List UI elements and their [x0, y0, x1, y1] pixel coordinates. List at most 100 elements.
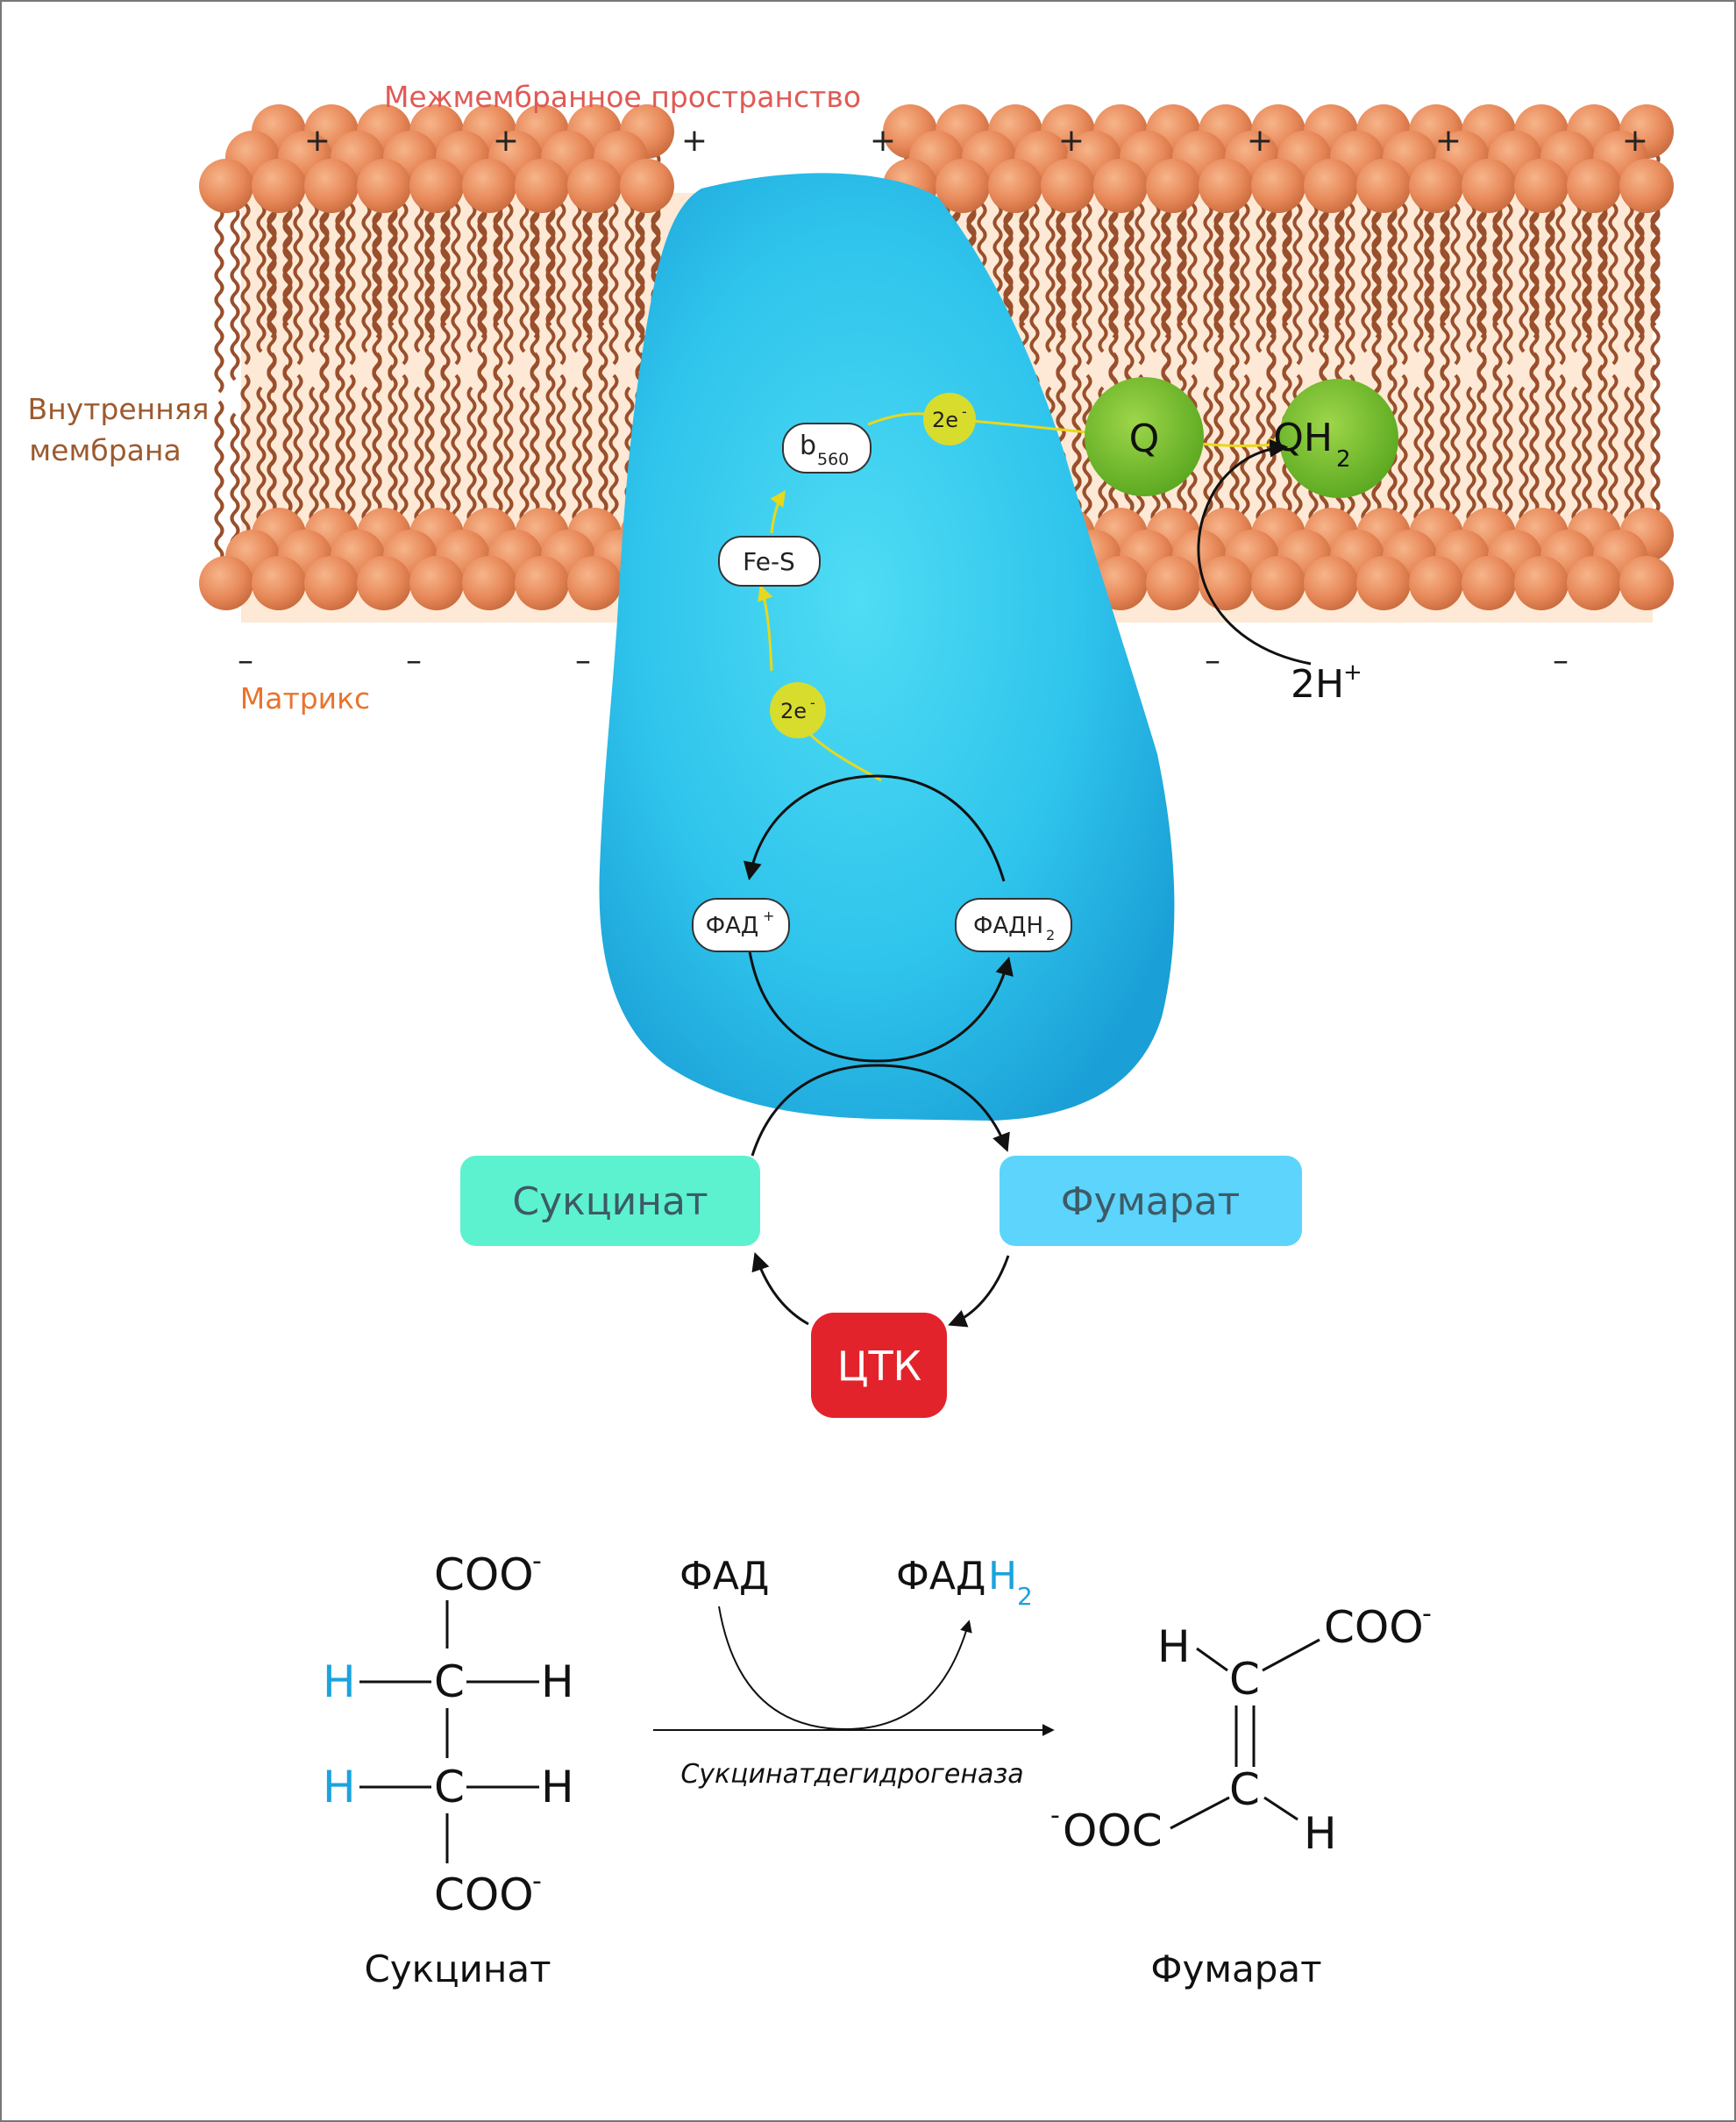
lipid-tail	[1608, 178, 1619, 366]
lipid-tail	[1529, 352, 1540, 515]
lipid-tail	[598, 206, 608, 381]
matrix-label: Матрикс	[240, 681, 370, 716]
lipid-head	[1514, 159, 1569, 213]
lipid-tail	[1292, 178, 1303, 366]
succinate-h2-right: H	[541, 1762, 574, 1812]
lipid-tail	[1545, 206, 1555, 381]
lipid-tail	[477, 352, 487, 515]
fumarate-ooc-charge: -	[1050, 1800, 1060, 1831]
lipid-tail	[388, 206, 398, 381]
succinate-box-label: Сукцинат	[512, 1179, 708, 1224]
q-label: Q	[1129, 417, 1160, 461]
electron-label-lower: 2e	[780, 699, 807, 723]
lipid-head	[1567, 556, 1621, 610]
electron-sup-upper: -	[962, 403, 967, 420]
lipid-tail	[240, 178, 251, 366]
lipid-tail	[1203, 386, 1213, 537]
lipid-tail	[282, 206, 293, 381]
lipid-tail	[1424, 352, 1434, 515]
lipid-head	[409, 556, 464, 610]
lipid-head	[515, 159, 569, 213]
fad-lower-arc	[748, 951, 1014, 1063]
lipid-tail	[1240, 374, 1250, 537]
plus-sign: +	[1622, 123, 1648, 159]
lipid-tail	[493, 364, 503, 515]
lipid-head	[1514, 556, 1569, 610]
lipid-tail	[1450, 374, 1461, 537]
succinate-name: Сукцинат	[364, 1948, 551, 1990]
fad-reduction-arc	[718, 1606, 972, 1731]
lipid-tail	[556, 374, 566, 537]
fumarate-h-top: H	[1157, 1621, 1191, 1672]
lipid-tail	[1466, 386, 1476, 537]
negative-charges: –––––	[238, 643, 1569, 679]
quinone-qh2	[1279, 379, 1398, 498]
b560-pill	[782, 423, 872, 474]
lipid-tail	[1519, 386, 1529, 537]
lipid-tail	[545, 206, 556, 381]
lipid-tail	[440, 206, 451, 381]
lipid-head	[1304, 159, 1358, 213]
plus-sign: +	[1247, 123, 1273, 159]
lipid-head	[357, 556, 411, 610]
lipid-tail	[1555, 374, 1566, 537]
electron-path-to-fes	[758, 584, 773, 672]
succinate-c2: C	[434, 1762, 465, 1812]
qh2-subscript: 2	[1336, 446, 1351, 473]
fumarate-coo-charge: -	[1422, 1599, 1432, 1629]
lipid-head	[199, 556, 253, 610]
bond-c1-coo	[1262, 1638, 1320, 1672]
electron-carrier-upper	[923, 393, 976, 445]
lipid-tail	[582, 352, 593, 515]
lipid-head	[1199, 159, 1253, 213]
lipid-head	[409, 159, 464, 213]
lipid-tail	[503, 178, 514, 366]
lipid-tail	[466, 386, 477, 537]
fumarate-ooc: OOC	[1063, 1805, 1163, 1856]
positive-charges: ++++++++	[304, 123, 1648, 159]
cycle-arc-left	[751, 1252, 809, 1326]
lipid-tail	[1624, 386, 1634, 537]
enzyme-label: Сукцинатдегидрогеназа	[680, 1759, 1023, 1790]
succinate-coo-bottom: COO	[434, 1869, 534, 1920]
lipid-tail	[1634, 352, 1645, 515]
lipid-tail	[1071, 364, 1082, 515]
lipid-tail	[519, 386, 530, 537]
b560-subscript: 560	[817, 450, 849, 469]
lipid-tail	[545, 364, 556, 515]
tca-box	[811, 1313, 947, 1418]
lipid-head	[1409, 556, 1463, 610]
complex-ii-protein	[599, 173, 1175, 1121]
cycle-arc-right	[948, 1255, 1010, 1328]
lipid-tail	[440, 364, 451, 515]
lipid-tail	[424, 352, 435, 515]
tca-box-label: ЦТК	[837, 1342, 921, 1390]
lipid-head	[1146, 556, 1200, 610]
lipid-tail	[572, 386, 582, 537]
lipid-tail	[503, 374, 514, 537]
inner-membrane-label-1: Внутренняя	[27, 392, 209, 426]
succinate-c1: C	[434, 1656, 465, 1707]
lipid-head	[567, 556, 622, 610]
lipid-tail	[1334, 206, 1345, 381]
lipid-head	[1619, 159, 1674, 213]
lipid-tail	[608, 374, 619, 537]
lipid-head	[1619, 556, 1674, 610]
lipid-head	[1146, 159, 1200, 213]
b560-label: b	[800, 431, 816, 461]
lipid-tail	[1229, 364, 1240, 515]
lipid-head	[357, 159, 411, 213]
lipid-head	[620, 159, 674, 213]
minus-sign: –	[575, 643, 591, 679]
lipid-tail	[1450, 178, 1461, 366]
lipid-tail	[361, 386, 372, 537]
lipid-tail	[1398, 178, 1408, 366]
lipid-tail	[1650, 206, 1661, 381]
lipid-tail	[293, 178, 303, 366]
lipid-tail	[1597, 364, 1608, 515]
plus-sign: +	[304, 123, 331, 159]
lipid-head	[462, 159, 516, 213]
lipid-tail	[267, 352, 277, 515]
lipid-tail	[1177, 206, 1187, 381]
